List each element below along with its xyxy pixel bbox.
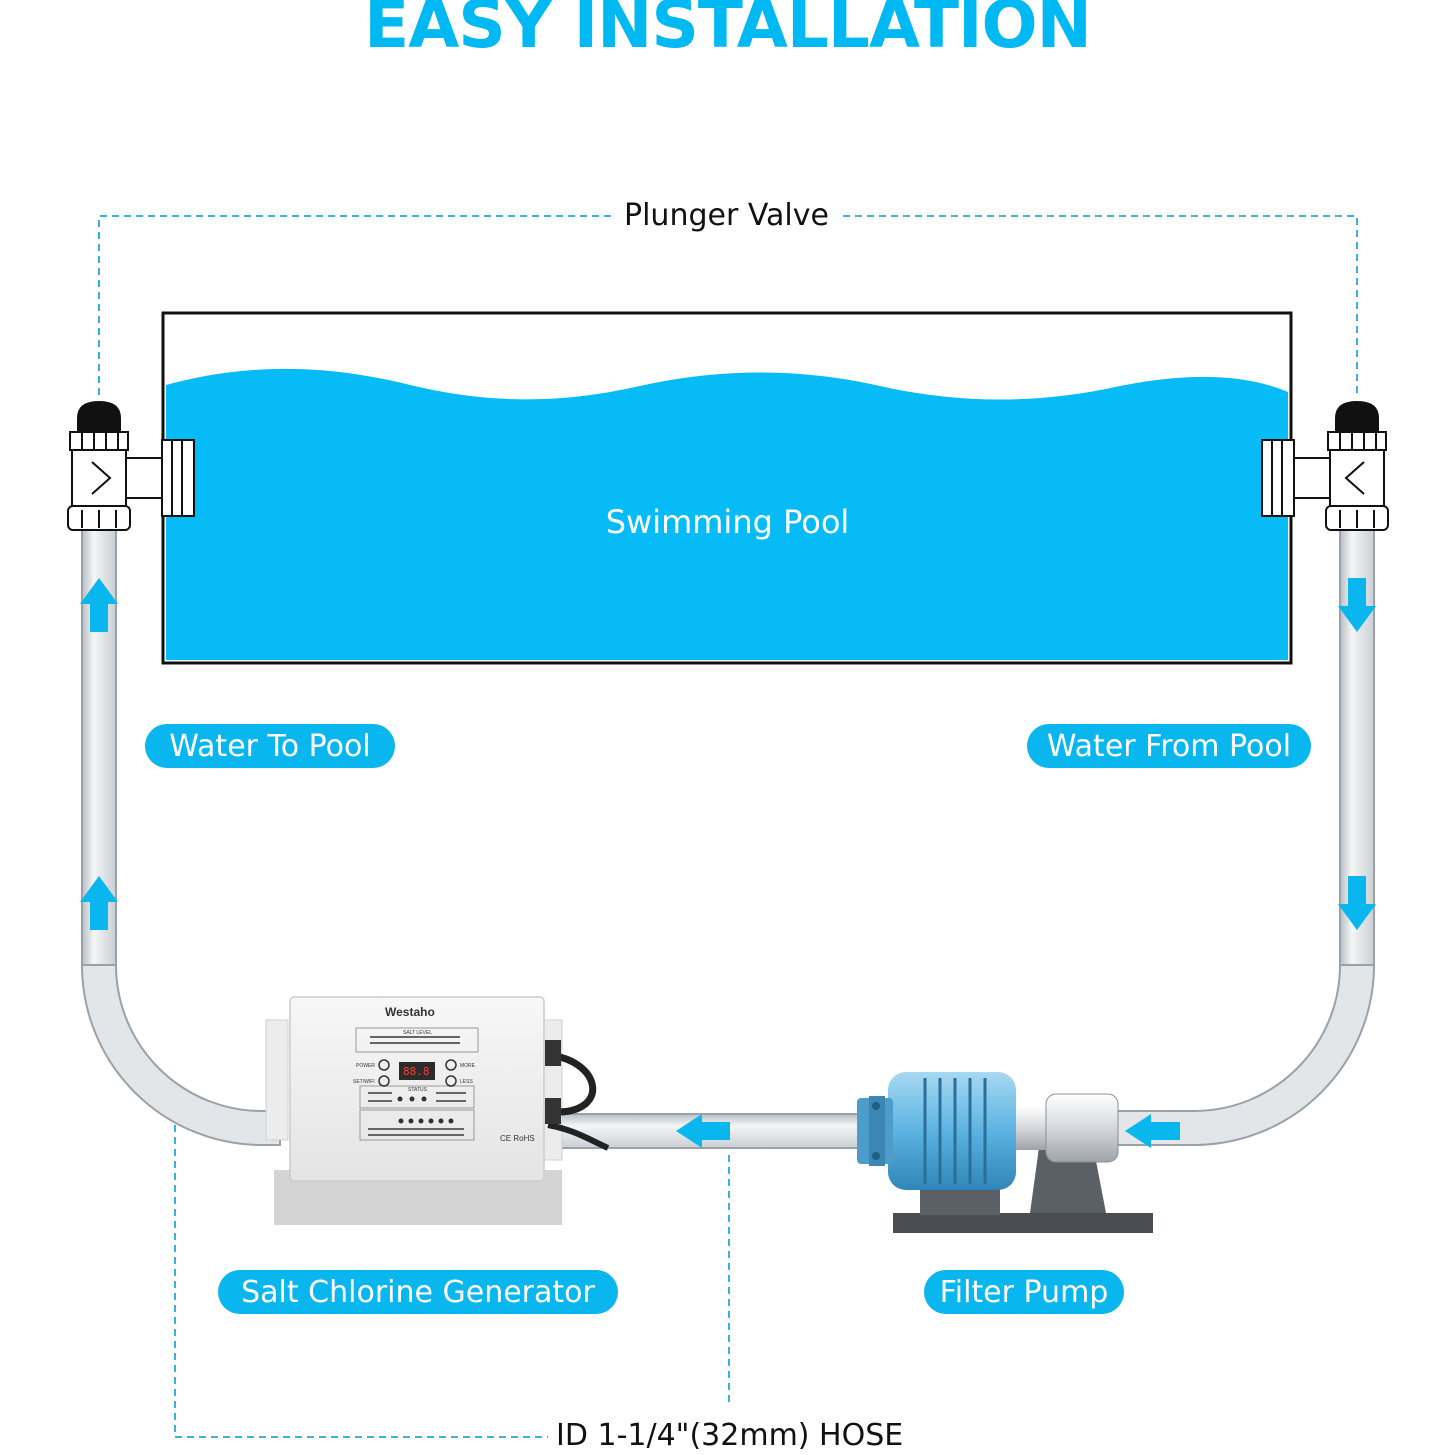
salt-level-text: SALT LEVEL: [403, 1030, 432, 1036]
swimming-pool-label: Swimming Pool: [605, 503, 850, 541]
right-plunger-valve: [1261, 400, 1389, 531]
power-text: POWER: [356, 1063, 375, 1069]
salt-chlorine-generator: [265, 996, 610, 1225]
arrow-up-icon: [80, 578, 118, 632]
hose-callout: [174, 1125, 730, 1438]
arrow-up-icon: [80, 876, 118, 930]
more-text: MORE: [460, 1063, 476, 1069]
filter-pump-label: Filter Pump: [924, 1270, 1124, 1314]
salt-chlorine-generator-label: Salt Chlorine Generator: [218, 1270, 618, 1314]
water-from-pool-label: Water From Pool: [1027, 724, 1311, 768]
page-title: EASY INSTALLATION: [364, 0, 1092, 63]
arrow-down-icon: [1338, 578, 1376, 632]
left-plunger-valve: [67, 400, 195, 531]
less-text: LESS: [460, 1079, 473, 1085]
filter-pump: [857, 1072, 1153, 1233]
arrow-down-icon: [1338, 876, 1376, 930]
plunger-valve-callout: [98, 215, 1358, 395]
device-brand: Westaho: [385, 1005, 435, 1019]
hose-size-label: ID 1-1/4"(32mm) HOSE: [556, 1418, 904, 1453]
pool-water: [166, 368, 1288, 660]
arrow-left-icon: [676, 1114, 730, 1148]
device-display: 88.8: [403, 1065, 430, 1078]
set-wifi-text: SET/WIFI: [353, 1079, 375, 1085]
arrow-left-icon: [1125, 1114, 1180, 1148]
flow-arrows: [80, 578, 1376, 1148]
water-to-pool-label: Water To Pool: [145, 724, 395, 768]
plunger-valve-label: Plunger Valve: [624, 198, 829, 233]
left-pipe-bend: [80, 964, 281, 1146]
swimming-pool: [161, 311, 1293, 665]
right-pipe-bend: [1109, 964, 1376, 1146]
cert-text: CE RoHS: [500, 1134, 535, 1143]
status-text: STATUS: [408, 1087, 428, 1093]
